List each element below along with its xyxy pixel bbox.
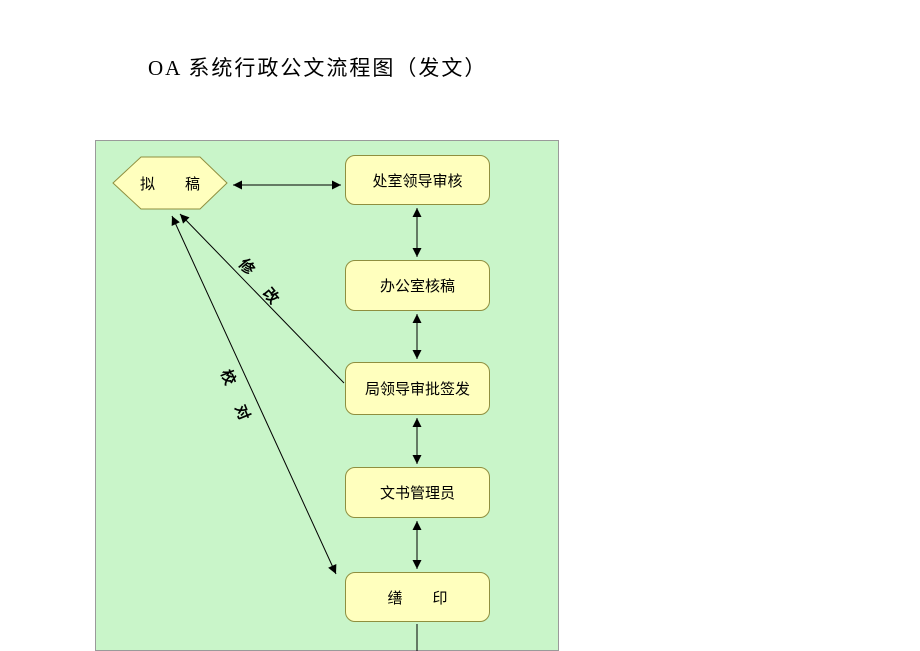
node-document-clerk[interactable]: 文书管理员	[345, 467, 490, 518]
node-print[interactable]: 缮 印	[345, 572, 490, 622]
node-document-clerk-label: 文书管理员	[379, 486, 455, 502]
node-draft-label: 拟 稿	[139, 176, 200, 193]
node-office-check[interactable]: 办公室核稿	[345, 260, 490, 311]
node-dept-leader-review-label: 处室领导审核	[372, 173, 463, 190]
node-office-check-label: 办公室核稿	[379, 279, 455, 295]
node-bureau-leader-sign-label: 局领导审批签发	[364, 382, 470, 398]
draft-hexagon-shape	[112, 156, 228, 210]
node-bureau-leader-sign[interactable]: 局领导审批签发	[345, 362, 490, 415]
page-title: OA 系统行政公文流程图（发文）	[148, 56, 488, 80]
node-dept-leader-review[interactable]: 处室领导审核	[345, 155, 490, 205]
connector-proofread	[171, 215, 337, 575]
node-print-label: 缮 印	[387, 590, 448, 607]
node-draft[interactable]: 拟 稿	[113, 157, 227, 209]
